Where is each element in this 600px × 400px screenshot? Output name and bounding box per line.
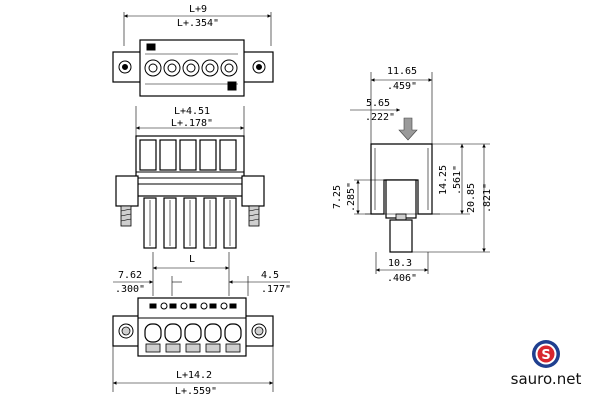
front-flange-left: [115, 175, 139, 207]
top-view: L+9 L+.354": [112, 4, 274, 97]
bottom-right-mm: 4.5: [261, 270, 279, 281]
side-offset-mm: 5.65: [366, 98, 390, 109]
bottom-width-in: L+.559": [175, 386, 217, 397]
side-pin-block: [385, 179, 417, 219]
side-base-in: .406": [387, 273, 417, 284]
top-screw-right: [252, 60, 266, 74]
bottom-right-in: .177": [261, 284, 291, 295]
side-offset-in: .222": [365, 112, 395, 123]
front-wire-entries: [139, 139, 237, 171]
bottom-pitch-label: L: [189, 254, 195, 265]
side-total-height-mm: 20.85: [466, 183, 477, 213]
bottom-left-in: .300": [115, 284, 145, 295]
side-pin: [389, 219, 413, 253]
top-terminals: [144, 53, 238, 85]
insertion-arrow-icon: [398, 117, 418, 141]
front-view: L+4.51 L+.178": [115, 106, 265, 249]
bottom-left-mm: 7.62: [118, 270, 142, 281]
front-flange-right: [241, 175, 265, 207]
bottom-screw-left: [118, 323, 134, 339]
top-body: [139, 39, 245, 97]
side-height-in: .561": [452, 165, 463, 195]
side-total-height-in: .821": [482, 183, 493, 213]
bottom-width-mm: L+14.2: [176, 370, 212, 381]
side-width-mm: 11.65: [387, 66, 417, 77]
bottom-latches: [149, 302, 237, 310]
top-width-in: L+.354": [177, 18, 219, 29]
front-width-in: L+.178": [171, 118, 213, 129]
brand: S sauro.net: [511, 340, 582, 388]
side-width-in: .459": [387, 81, 417, 92]
front-width-mm: L+4.51: [174, 106, 210, 117]
side-base-mm: 10.3: [388, 258, 412, 269]
side-view: 11.65 .459" 5.65 .222" 14.25 .561" 20.85…: [332, 66, 493, 284]
side-pin-height-in: .285": [346, 182, 357, 212]
side-pin-height-mm: 7.25: [332, 185, 343, 209]
brand-name: sauro.net: [511, 370, 582, 388]
bottom-view: L 7.62 .300" 4.5 .177": [112, 252, 291, 397]
side-height-mm: 14.25: [438, 165, 449, 195]
front-pins: [143, 197, 237, 249]
bottom-screw-right: [251, 323, 267, 339]
top-screw-left: [118, 60, 132, 74]
top-width-mm: L+9: [189, 4, 207, 15]
bottom-terminals: [144, 323, 242, 353]
logo-letter: S: [541, 348, 550, 363]
